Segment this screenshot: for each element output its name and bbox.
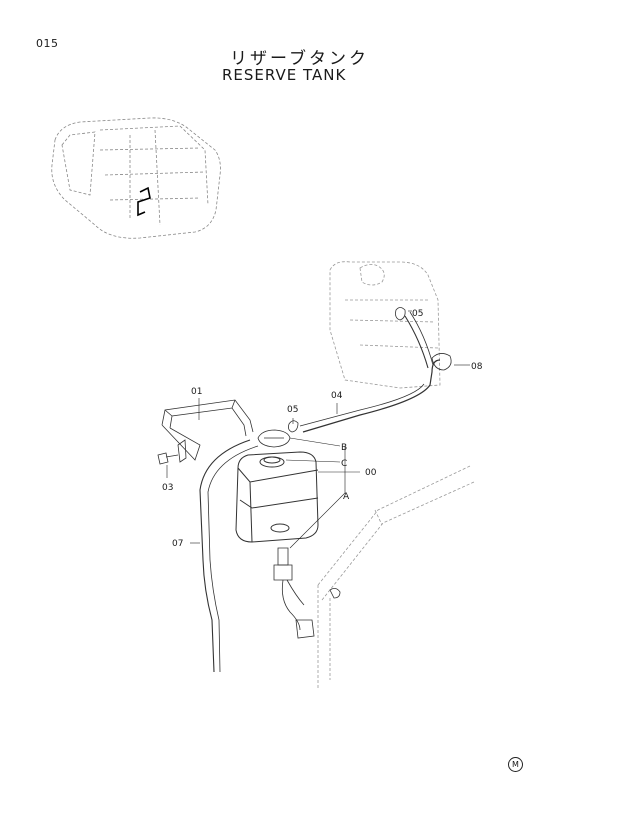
title-japanese: リザーブタンク — [230, 49, 369, 69]
leader-lines — [166, 310, 470, 549]
callout-B: B — [341, 443, 347, 453]
hose-07 — [199, 439, 251, 673]
callout-C: C — [341, 459, 347, 469]
hose-04 — [302, 359, 441, 433]
page-number: 015 — [36, 37, 59, 50]
callout-00: 00 — [365, 468, 377, 478]
callout-08: 08 — [471, 362, 483, 372]
level-sensor-harness — [273, 547, 315, 639]
reserve-tank — [235, 451, 319, 543]
callout-01: 01 — [191, 387, 202, 397]
overview-highlight-bracket — [137, 186, 151, 217]
title-english: RESERVE TANK — [222, 66, 347, 84]
machine-overview — [51, 117, 221, 239]
clip-05-upper — [395, 307, 406, 321]
clamp-08 — [431, 353, 452, 371]
radiator-outline — [329, 261, 441, 389]
callout-03: 03 — [162, 483, 173, 493]
bracket-01 — [161, 399, 254, 461]
callout-07: 07 — [172, 539, 183, 549]
m-mark-icon: M — [508, 757, 523, 772]
callout-04: 04 — [331, 391, 343, 401]
bolt-03 — [157, 452, 179, 465]
tank-cap — [257, 429, 291, 448]
callout-A: A — [343, 492, 350, 502]
callout-05-upper: 05 — [412, 309, 423, 319]
callout-05-lower: 05 — [287, 405, 298, 415]
frame-outline — [317, 465, 475, 690]
